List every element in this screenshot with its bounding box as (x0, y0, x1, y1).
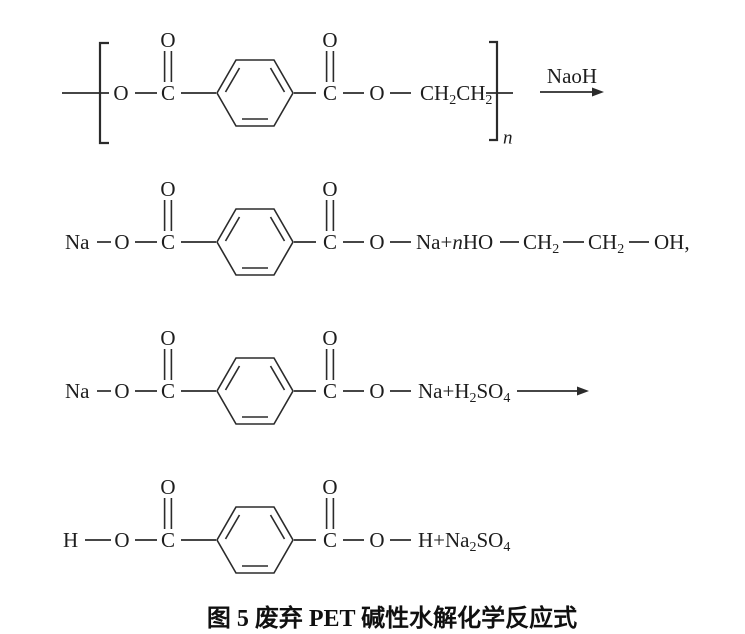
na-plus-h-label: Na+H (418, 379, 470, 403)
atom-na: Na (65, 230, 90, 254)
reagent-naoh: NaoH (547, 64, 597, 88)
na-plus-label: Na+ (416, 230, 452, 254)
atom-na: Na (65, 379, 90, 403)
subscript-2: 2 (485, 93, 492, 108)
atom-c: C (323, 379, 337, 403)
atom-c: C (161, 230, 175, 254)
atom-c: C (161, 379, 175, 403)
row4-terephthalic-acid: H O C O C O O H+Na2SO4 (63, 475, 510, 574)
subscript-2: 2 (617, 242, 624, 257)
atom-c: C (323, 528, 337, 552)
arrowhead (577, 386, 589, 396)
sodium-sulfate-formula: H+Na2SO4 (418, 528, 510, 555)
sulfuric-acid-formula: Na+H2SO4 (418, 379, 510, 406)
polymer-bracket-left (98, 41, 109, 145)
carbonyl-o: O (322, 475, 337, 499)
repeat-subscript-n: n (503, 128, 513, 149)
sodium-plus-glycol: Na+nHO (416, 230, 493, 254)
row3-acidification: Na O C O C O O Na+H2SO4 (65, 326, 589, 425)
atom-o: O (114, 230, 129, 254)
ch-label: CH (523, 230, 552, 254)
subscript-4: 4 (503, 391, 510, 406)
ch-label: CH (456, 81, 485, 105)
figure-caption: 图 5 废弃 PET 碱性水解化学反应式 (207, 604, 577, 632)
arrowhead (592, 87, 604, 97)
terminal-oh: OH, (654, 230, 690, 254)
atom-o: O (369, 81, 384, 105)
atom-h: H (63, 528, 78, 552)
ho-label: HO (463, 230, 493, 254)
reaction-arrow (517, 386, 589, 396)
coefficient-n: n (452, 230, 463, 254)
row1-pet-repeat-unit: O C O C O O CH2CH2 n NaoH (62, 28, 604, 149)
atom-o: O (113, 81, 128, 105)
subscript-4: 4 (503, 540, 510, 555)
ch2-group: CH2 (523, 230, 559, 257)
subscript-2: 2 (449, 93, 456, 108)
atom-o: O (369, 379, 384, 403)
ch2-group: CH2 (588, 230, 624, 257)
carbonyl-o: O (160, 326, 175, 350)
carbonyl-o: O (160, 177, 175, 201)
benzene-ring (216, 357, 294, 425)
so-label: SO (477, 528, 504, 552)
atom-o: O (369, 230, 384, 254)
atom-c: C (323, 230, 337, 254)
polymer-bracket-right (489, 40, 499, 142)
carbonyl-o: O (160, 28, 175, 52)
benzene-ring (216, 506, 294, 574)
ch2ch2-group: CH2CH2 (420, 81, 492, 108)
benzene-ring (216, 208, 294, 276)
carbonyl-o: O (322, 177, 337, 201)
row2-hydrolysis-products: Na O C O C O O Na+nHO CH2 CH2 OH, (65, 177, 690, 276)
atom-o: O (114, 379, 129, 403)
carbonyl-o: O (322, 326, 337, 350)
ch-label: CH (420, 81, 449, 105)
atom-o: O (369, 528, 384, 552)
subscript-2: 2 (552, 242, 559, 257)
ch-label: CH (588, 230, 617, 254)
atom-c: C (323, 81, 337, 105)
carbonyl-o: O (322, 28, 337, 52)
atom-c: C (161, 81, 175, 105)
so-label: SO (477, 379, 504, 403)
benzene-ring (216, 59, 294, 127)
atom-o: O (114, 528, 129, 552)
subscript-2: 2 (470, 391, 477, 406)
reaction-arrow: NaoH (540, 64, 604, 97)
subscript-2: 2 (470, 540, 477, 555)
carbonyl-o: O (160, 475, 175, 499)
h-plus-na-label: H+Na (418, 528, 470, 552)
atom-c: C (161, 528, 175, 552)
